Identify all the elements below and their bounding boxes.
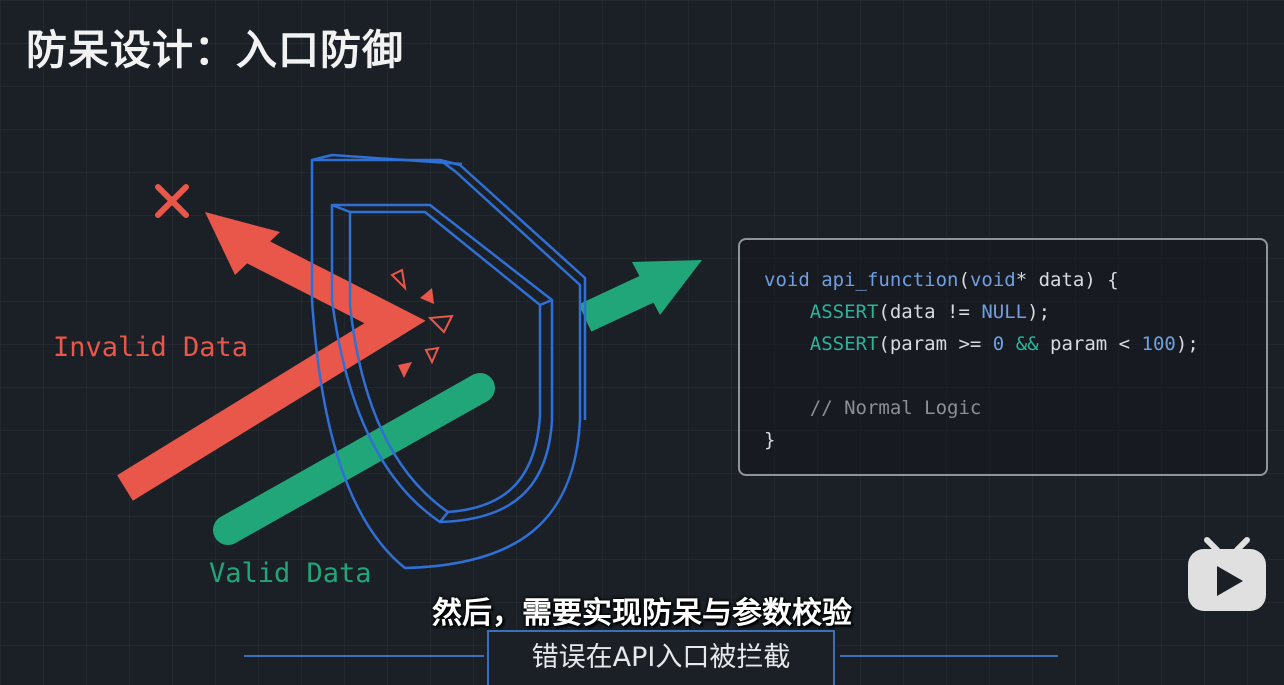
x-mark-icon: [155, 184, 189, 218]
caption-bar: 错误在API入口被拦截: [0, 630, 1284, 685]
invalid-data-arrow: [117, 212, 426, 501]
caption-divider-left: [244, 655, 484, 657]
code-snippet: void api_function(void* data) { ASSERT(d…: [738, 238, 1268, 476]
caption-divider-right: [840, 655, 1058, 657]
valid-data-label: Valid Data: [209, 558, 372, 589]
invalid-data-label: Invalid Data: [53, 332, 249, 363]
impact-shards: [390, 268, 454, 378]
code-line-5: // Normal Logic: [809, 397, 982, 419]
code-line-4: [764, 360, 1266, 392]
code-line-3: ASSERT(param >= 0 && param < 100);: [809, 333, 1199, 355]
code-line-2: ASSERT(data != NULL);: [809, 301, 1051, 323]
code-line-6: }: [764, 429, 776, 451]
page-title: 防呆设计：入口防御: [26, 26, 404, 74]
shield-icon: [310, 153, 587, 570]
tv-play-icon: [1188, 537, 1266, 611]
video-subtitle: 然后，需要实现防呆与参数校验: [432, 596, 852, 631]
code-line-1: void api_function(void* data) {: [764, 269, 1119, 291]
caption-text: 错误在API入口被拦截: [487, 630, 835, 685]
valid-data-arrow: [213, 260, 702, 545]
